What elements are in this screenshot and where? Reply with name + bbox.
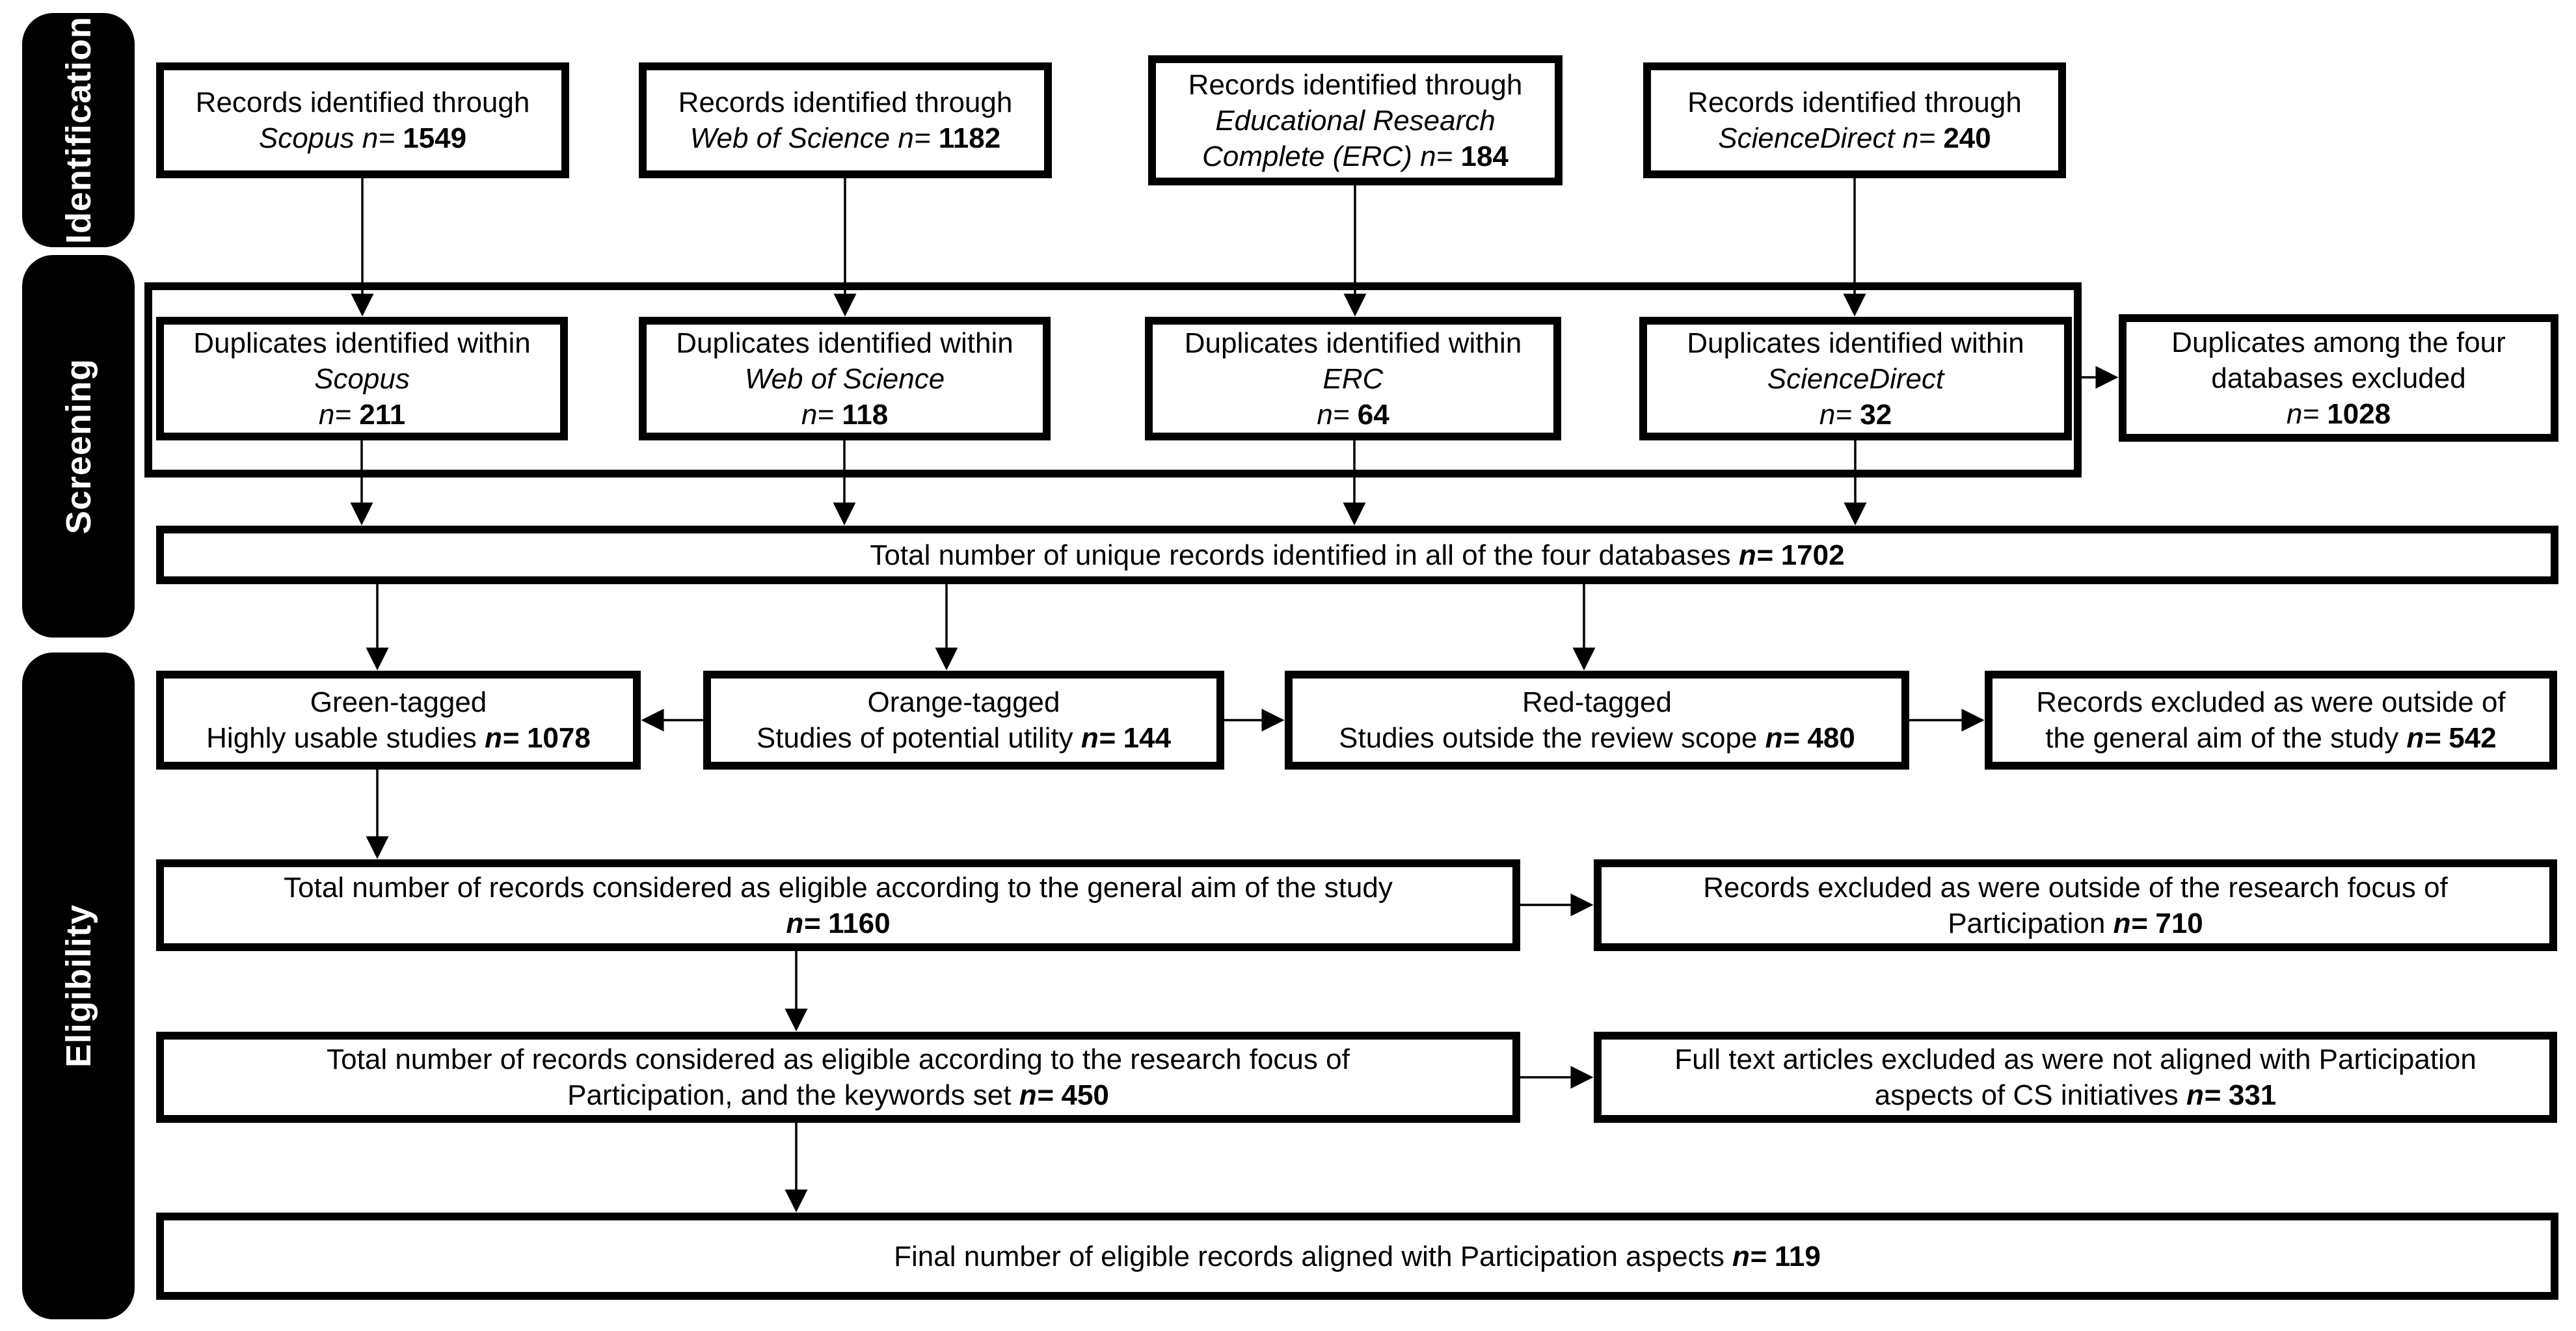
box-eligible-research-focus: Total number of records considered as el… [156,1032,1520,1123]
box-total-unique-records: Total number of unique records identifie… [156,526,2558,584]
phase-eligibility: Eligibility [22,652,135,1319]
box-eligible-general-aim: Total number of records considered as el… [156,859,1520,951]
box-final-eligible-records: Final number of eligible records aligned… [156,1213,2558,1300]
duplicates-group-frame [144,282,2082,477]
phase-screening-label: Screening [59,358,98,535]
phase-identification-label: Identification [59,16,98,244]
phase-eligibility-label: Eligibility [59,904,98,1068]
box-excluded-full-text: Full text articles excluded as were not … [1594,1032,2557,1123]
box-excluded-research-focus: Records excluded as were outside of the … [1594,859,2557,951]
phase-screening: Screening [22,255,135,638]
phase-identification: Identification [22,13,135,247]
